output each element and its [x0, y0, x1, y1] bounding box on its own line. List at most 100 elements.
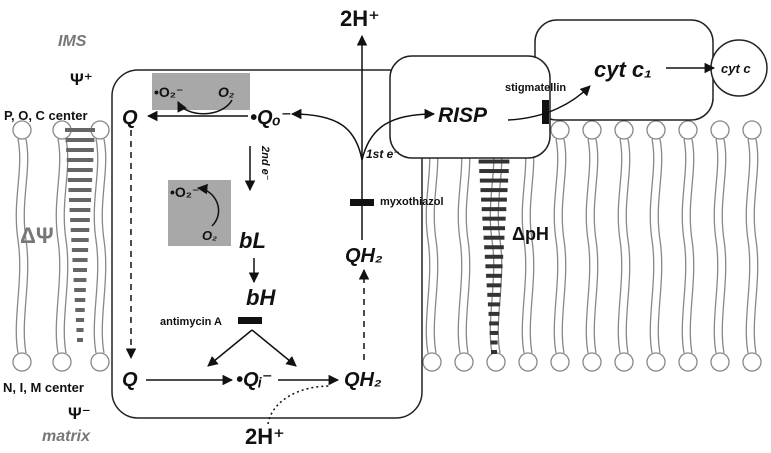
membrane-potential-gradient: [65, 128, 95, 342]
lipid-head: [710, 352, 730, 372]
q-bottom-label: Q: [122, 369, 138, 391]
lipid-tail: [15, 138, 21, 354]
lipid-head: [12, 352, 32, 372]
lipid-head: [582, 352, 602, 372]
arrow-qh2-to-qo: [290, 108, 363, 161]
risp-box: [389, 55, 551, 159]
lipid-tail: [465, 138, 471, 354]
stigmatellin-label: stigmatellin: [505, 82, 566, 94]
lipid-tail: [745, 138, 751, 354]
lipid-tail: [433, 138, 439, 354]
psi-plus-label: Ψ⁺: [70, 70, 93, 89]
lipid-tail: [425, 138, 431, 354]
protons-top-label: 2H⁺: [340, 6, 380, 31]
lipid-head: [582, 120, 602, 140]
lipid-head: [454, 352, 474, 372]
cyt-c-label: cyt c: [721, 61, 751, 76]
first-electron-label: 1st e⁻: [366, 147, 400, 161]
gradient-bar: [486, 273, 502, 278]
gradient-bar: [489, 321, 499, 326]
semiquinone-qi-label: •Qᵢ⁻: [236, 369, 273, 391]
complex-iii-outline: [111, 69, 423, 419]
lipid-head: [550, 120, 570, 140]
delta-ph-label: ΔpH: [512, 224, 549, 244]
semiquinone-qo-label: •Qₒ⁻: [250, 107, 292, 129]
gradient-bar: [482, 216, 506, 221]
ros-box-top: [152, 73, 250, 110]
arrow-o2-superoxide-top: [177, 99, 233, 115]
gradient-bar: [67, 168, 93, 172]
gradient-bar: [66, 158, 94, 162]
lipid-tail: [681, 138, 687, 354]
gradient-bar: [491, 350, 497, 354]
superoxide-top-label: •O₂⁻: [154, 84, 183, 100]
lipid-head: [742, 120, 762, 140]
gradient-bar: [75, 318, 85, 322]
qh2-bottom-label: QH₂: [344, 369, 382, 391]
lipid-tail: [55, 138, 61, 354]
lipid-head: [422, 352, 442, 372]
lipid-tail: [721, 138, 727, 354]
qh2-mid-label: QH₂: [345, 245, 383, 267]
gradient-bar: [66, 148, 94, 152]
lipid-tail: [753, 138, 759, 354]
gradient-bar: [65, 138, 95, 142]
gradient-bar: [69, 198, 91, 202]
lipid-tail: [593, 138, 599, 354]
lipid-head: [12, 120, 32, 140]
gradient-bar: [481, 207, 507, 212]
arrow-bh-to-qi: [251, 329, 297, 367]
lipid-head: [678, 120, 698, 140]
gradient-bar: [485, 264, 503, 269]
gradient-bar: [69, 208, 91, 212]
psi-minus-label: Ψ⁻: [68, 404, 91, 423]
gradient-bar: [487, 292, 501, 297]
matrix-label: matrix: [42, 428, 91, 445]
lipid-head: [710, 120, 730, 140]
gradient-bar: [75, 308, 85, 312]
ims-label: IMS: [58, 33, 87, 50]
lipid-head: [486, 352, 506, 372]
lipid-tail: [457, 138, 463, 354]
lipid-head: [52, 352, 72, 372]
o2-side-label: O₂: [202, 228, 217, 243]
lipid-tail: [689, 138, 695, 354]
gradient-bar: [487, 302, 501, 307]
stigmatellin-bar: [542, 100, 549, 124]
second-electron-label: 2nd e⁻: [259, 145, 271, 181]
gradient-bar: [481, 197, 507, 202]
lipid-head: [614, 120, 634, 140]
myxothiazol-label: myxothiazol: [380, 196, 444, 208]
p-center-label: P, O, C center: [4, 108, 88, 123]
gradient-bar: [489, 330, 499, 335]
gradient-bar: [74, 298, 86, 302]
membrane-left: [12, 120, 110, 372]
gradient-bar: [482, 226, 506, 231]
lipid-tail: [553, 138, 559, 354]
antimycin-label: antimycin A: [160, 316, 222, 328]
lipid-tail: [529, 138, 535, 354]
gradient-bar: [488, 311, 500, 316]
gradient-bar: [486, 283, 502, 288]
bl-label: bL: [239, 228, 266, 253]
gradient-bar: [76, 328, 84, 332]
ph-gradient: [478, 150, 510, 354]
gradient-bar: [483, 235, 505, 240]
gradient-bar: [480, 188, 508, 193]
lipid-tail: [625, 138, 631, 354]
n-center-label: N, I, M center: [3, 380, 84, 395]
lipid-head: [614, 352, 634, 372]
lipid-tail: [101, 138, 107, 354]
lipid-head: [518, 352, 538, 372]
lipid-tail: [23, 138, 29, 354]
lipid-tail: [497, 138, 503, 354]
lipid-head: [90, 352, 110, 372]
gradient-bar: [479, 169, 509, 174]
arrow-risp-to-cytc1: [507, 85, 591, 121]
gradient-bar: [484, 245, 504, 250]
gradient-bar: [65, 128, 95, 132]
antimycin-bar: [238, 317, 262, 324]
arrow-qh2-to-risp: [361, 108, 436, 161]
gradient-bar: [70, 218, 90, 222]
